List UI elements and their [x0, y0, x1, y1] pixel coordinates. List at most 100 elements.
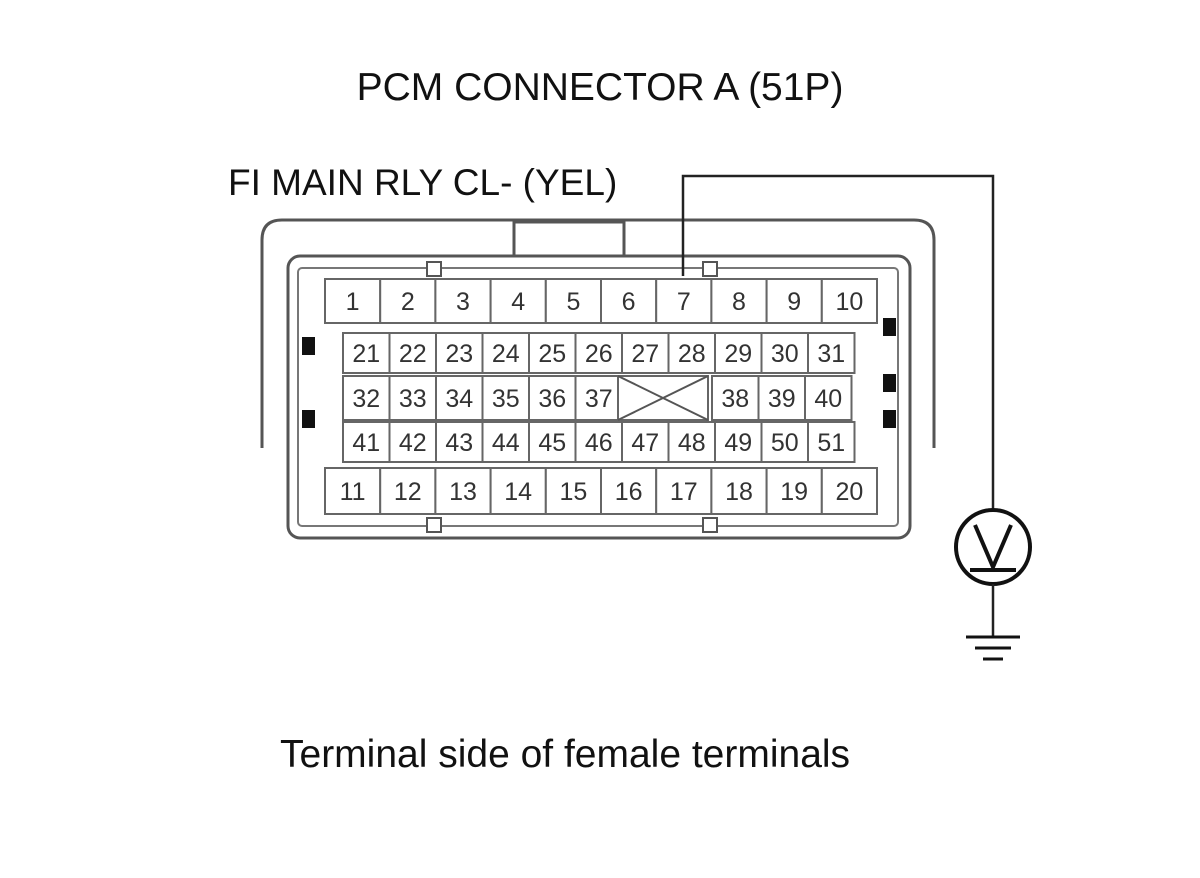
notch-top-left [426, 261, 442, 277]
pin-cavity [324, 278, 382, 324]
pin-number: 2 [401, 288, 415, 316]
connector-housing [260, 218, 936, 448]
pin-number: 32 [352, 385, 380, 413]
locking-tab [512, 220, 626, 258]
pin-47: 47 [621, 421, 670, 463]
pin-3: 3 [434, 278, 492, 324]
pin-cavity [760, 332, 809, 374]
pin-number: 16 [615, 478, 643, 506]
pin-number: 28 [678, 340, 706, 368]
pin-cavity [820, 278, 878, 324]
pin-22: 22 [388, 332, 437, 374]
pin-cavity [342, 375, 391, 421]
pin-cavity [388, 332, 437, 374]
pin-cavity [667, 421, 716, 463]
pin-1: 1 [324, 278, 382, 324]
pin-cavity [481, 421, 530, 463]
pin-number: 37 [585, 385, 613, 413]
pin-cavity [655, 278, 713, 324]
key-left-bottom [302, 410, 315, 428]
pin-49: 49 [714, 421, 763, 463]
pin-36: 36 [528, 375, 577, 421]
pin-cavity [820, 467, 878, 515]
pin-37: 37 [574, 375, 623, 421]
pin-39: 39 [757, 375, 806, 421]
pin-number: 50 [771, 429, 799, 457]
pin-number: 9 [787, 288, 801, 316]
pin-number: 25 [538, 340, 566, 368]
pin-number: 31 [817, 340, 845, 368]
pin-24: 24 [481, 332, 530, 374]
pin-number: 36 [538, 385, 566, 413]
key-right-middle [883, 374, 896, 392]
pin-11: 11 [324, 467, 382, 515]
pin-cavity [710, 467, 768, 515]
pin-number: 26 [585, 340, 613, 368]
pin-cavity [342, 332, 391, 374]
pin-cavity [574, 375, 623, 421]
pin-cavity [379, 278, 437, 324]
pin-number: 5 [566, 288, 580, 316]
blank-cavity [617, 375, 709, 421]
pin-number: 48 [678, 429, 706, 457]
pin-cavity [528, 375, 577, 421]
pin-number: 17 [670, 478, 698, 506]
pin-number: 18 [725, 478, 753, 506]
pin-41: 41 [342, 421, 391, 463]
pin-cavity [544, 467, 602, 515]
pin-32: 32 [342, 375, 391, 421]
pin-20: 20 [820, 467, 878, 515]
pin-cavity [574, 332, 623, 374]
pin-number: 27 [631, 340, 659, 368]
pin-cavity [714, 332, 763, 374]
pin-number: 22 [399, 340, 427, 368]
pin-30: 30 [760, 332, 809, 374]
voltmeter-icon [954, 508, 1032, 586]
pin-33: 33 [388, 375, 437, 421]
pin-15: 15 [544, 467, 602, 515]
pin-cavity [804, 375, 853, 421]
key-right-top [883, 318, 896, 336]
key-left-top [302, 337, 315, 355]
pin-cavity [544, 278, 602, 324]
pin-cavity [379, 467, 437, 515]
pin-cavity [765, 278, 823, 324]
pin-48: 48 [667, 421, 716, 463]
pin-number: 46 [585, 429, 613, 457]
pin-cavity [574, 421, 623, 463]
pin-7: 7 [655, 278, 713, 324]
pin-number: 30 [771, 340, 799, 368]
pin-35: 35 [481, 375, 530, 421]
pin-number: 39 [768, 385, 796, 413]
pin-number: 35 [492, 385, 520, 413]
pin-number: 1 [346, 288, 360, 316]
pin-42: 42 [388, 421, 437, 463]
pin-cavity [807, 332, 856, 374]
pin-cavity [667, 332, 716, 374]
pin-number: 23 [445, 340, 473, 368]
pin-number: 29 [724, 340, 752, 368]
pin-cavity [388, 421, 437, 463]
pin-40: 40 [804, 375, 853, 421]
pin-17: 17 [655, 467, 713, 515]
pin-cavity [711, 375, 760, 421]
pin-number: 14 [504, 478, 532, 506]
pin-cavity [600, 467, 658, 515]
pin-number: 45 [538, 429, 566, 457]
pin-number: 12 [394, 478, 422, 506]
probe-wire [681, 174, 995, 510]
pin-19: 19 [765, 467, 823, 515]
pin-34: 34 [435, 375, 484, 421]
pin-number: 44 [492, 429, 520, 457]
pin-cavity [710, 278, 768, 324]
pin-number: 21 [352, 340, 380, 368]
pin-number: 13 [449, 478, 477, 506]
pin-46: 46 [574, 421, 623, 463]
pin-25: 25 [528, 332, 577, 374]
pin-number: 49 [724, 429, 752, 457]
pin-4: 4 [489, 278, 547, 324]
pin-number: 41 [352, 429, 380, 457]
pin-number: 10 [835, 288, 863, 316]
pin-number: 47 [631, 429, 659, 457]
